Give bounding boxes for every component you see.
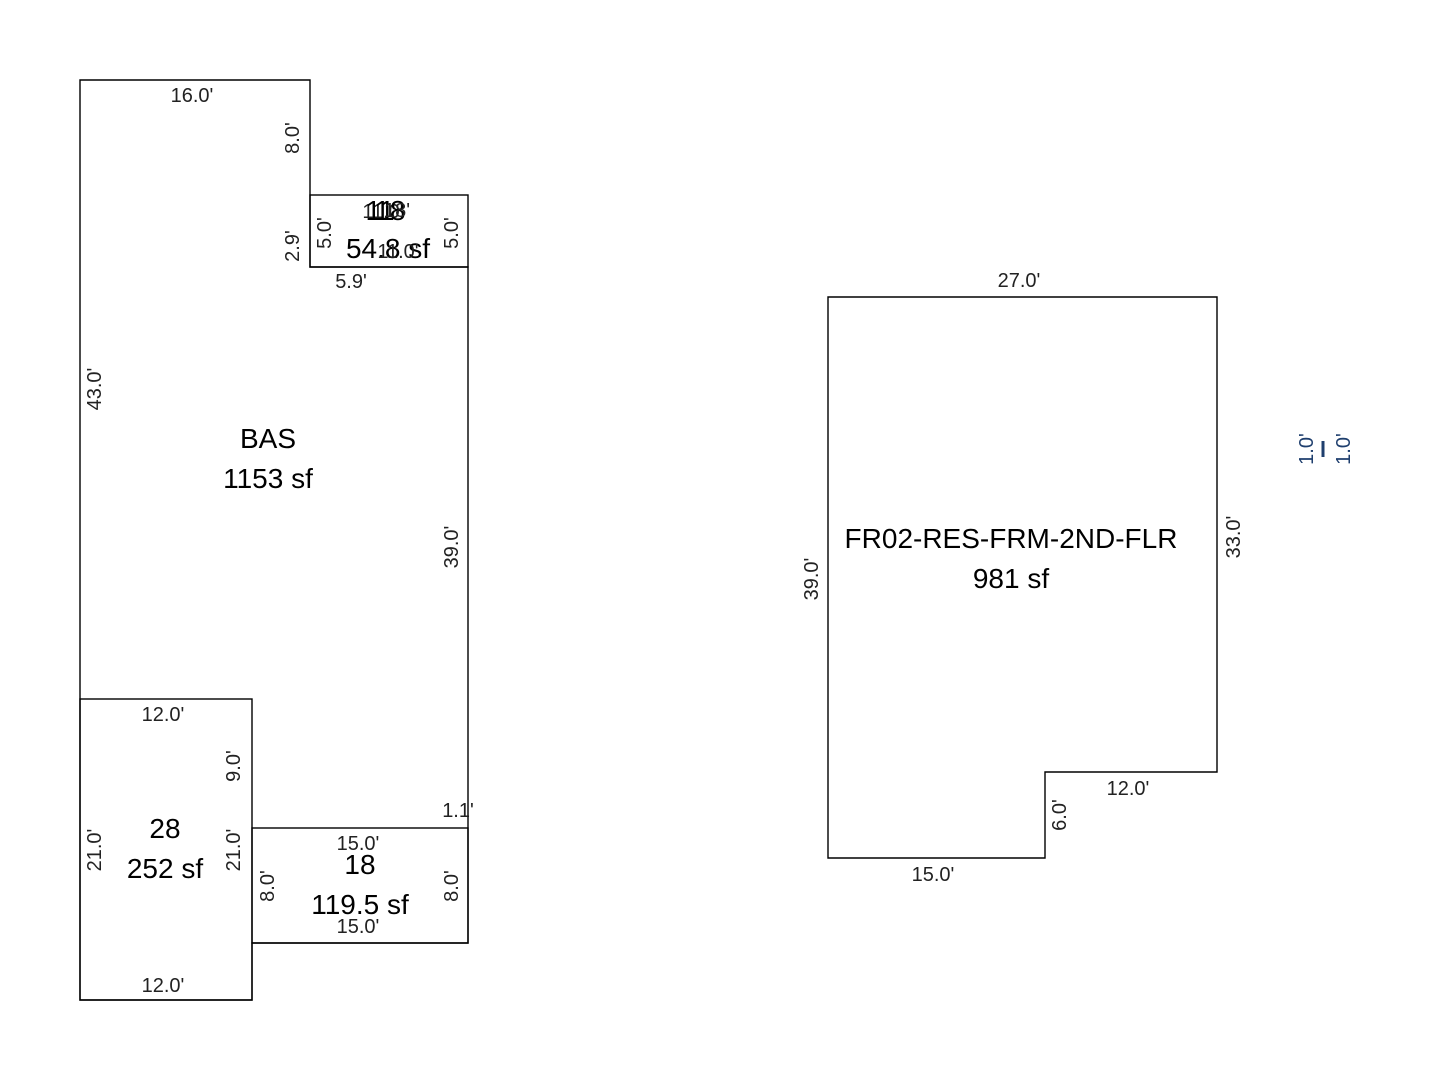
dim-bas-notch-small: 2.9' — [282, 230, 304, 262]
label-a1-code: 11 — [365, 195, 394, 226]
label-a1-overlap-code: 18 — [374, 195, 405, 226]
dim-fr-step-h: 12.0' — [1107, 778, 1150, 800]
dim-fr-left: 39.0' — [801, 558, 823, 601]
label-bas-area: 1153 sf — [223, 463, 313, 494]
dim-a1-left: 5.0' — [314, 217, 336, 249]
area-11-outline — [309, 194, 469, 268]
dim-a18-left: 8.0' — [257, 870, 279, 902]
dim-bas-notch-right: 8.0' — [282, 122, 304, 154]
dim-tiny-a: 1.0' — [1296, 433, 1318, 465]
dim-fr-step-v: 6.0' — [1049, 799, 1071, 831]
dim-fr-top: 27.0' — [998, 270, 1041, 292]
dim-fr-right: 33.0' — [1223, 516, 1245, 559]
label-a18-code: 18 — [344, 849, 375, 880]
dim-a28-top: 12.0' — [142, 704, 185, 726]
label-bas-code: BAS — [240, 423, 296, 454]
dim-a18-bottom: 15.0' — [337, 916, 380, 938]
label-a1-area: 54.8 sf — [346, 233, 430, 264]
label-fr02-area: 981 sf — [973, 563, 1049, 594]
label-a28-code: 28 — [149, 813, 180, 844]
dim-bas-notch-bottom: 5.9' — [335, 271, 367, 293]
dim-a1-right: 5.0' — [441, 217, 463, 249]
dim-a28-bottom: 12.0' — [142, 975, 185, 997]
dim-a18-right: 8.0' — [441, 870, 463, 902]
dim-a1-overlap-mid: 11.0' — [377, 241, 418, 263]
dim-a18-top: 15.0' — [337, 833, 380, 855]
fr02-outline — [827, 296, 1218, 859]
dim-a28-right: 21.0' — [223, 829, 245, 872]
dim-tiny-b: 1.0' — [1333, 433, 1355, 465]
dim-a1-overlap: 11.0' — [362, 201, 403, 223]
label-a18-area: 119.5 sf — [311, 889, 409, 920]
dim-bas-left: 43.0' — [84, 368, 106, 411]
dim-bas-right: 39.0' — [441, 526, 463, 569]
label-a28-area: 252 sf — [127, 853, 203, 884]
dim-a18-corner: 1.1' — [442, 800, 474, 822]
label-fr02-code: FR02-RES-FRM-2ND-FLR — [845, 523, 1178, 554]
dim-a28-left: 21.0' — [84, 829, 106, 872]
dim-bas-top: 16.0' — [171, 85, 214, 107]
area-18-outline — [251, 827, 469, 944]
dim-fr-bottom: 15.0' — [912, 864, 955, 886]
dim-a28-right-upper: 9.0' — [223, 750, 245, 782]
dim-a1-overlap-top: 18' — [384, 200, 410, 222]
